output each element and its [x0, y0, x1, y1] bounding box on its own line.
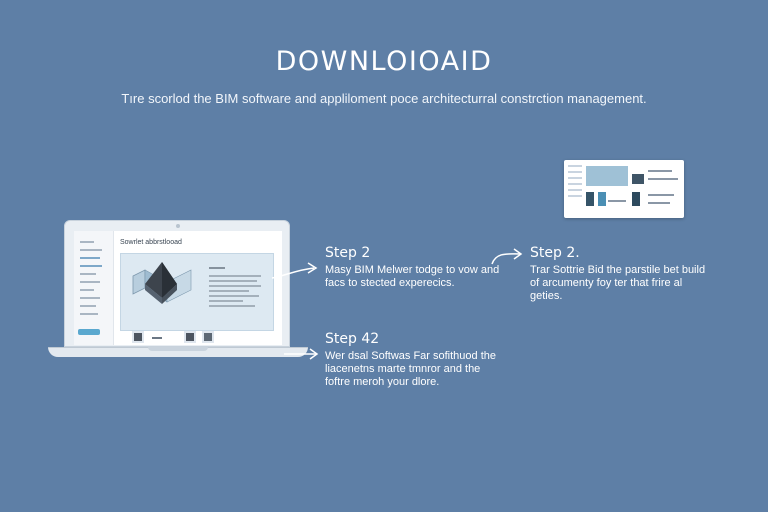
sidebar-item[interactable] [80, 273, 96, 275]
laptop-notch [148, 347, 208, 351]
preview-text-line [648, 178, 678, 180]
step-1-body: Masy BIM Melwer todge to vow and facs to… [325, 264, 500, 289]
page-title: DOWNLOIOAID [275, 46, 493, 77]
preview-image [632, 192, 640, 206]
sidebar-item-active[interactable] [80, 257, 100, 259]
laptop-screen: Sowrlet abbrstlooad [74, 231, 282, 345]
model-thumbnail[interactable] [202, 331, 214, 343]
step-3-body: Wer dsal Softwas Far sofithuod the liace… [325, 350, 496, 388]
preview-image [598, 192, 606, 206]
sidebar-item-active[interactable] [80, 265, 102, 267]
preview-image [586, 192, 594, 206]
app-sidebar [74, 231, 114, 345]
app-title: Sowrlet abbrstlooad [120, 239, 182, 246]
model-thumbnail[interactable] [132, 331, 144, 343]
preview-text-line [648, 194, 674, 196]
preview-sidebar [568, 165, 582, 213]
camera-dot [176, 224, 180, 228]
preview-image [632, 174, 644, 184]
page-subtitle: Tıre scorlod the BIM software and applil… [121, 91, 647, 106]
model-thumbnail[interactable] [184, 331, 196, 343]
preview-text-line [648, 202, 670, 204]
sidebar-action-button[interactable] [78, 329, 100, 335]
software-preview-thumbnail[interactable] [564, 160, 684, 218]
building-model-icon [132, 262, 261, 307]
step-3-heading: Step 42 [325, 331, 380, 347]
thumbnail-caption [152, 337, 162, 339]
sidebar-item[interactable] [80, 305, 96, 307]
sidebar-item[interactable] [80, 289, 94, 291]
sidebar-item[interactable] [80, 249, 102, 251]
laptop-lid: Sowrlet abbrstlooad [64, 220, 290, 347]
sidebar-item[interactable] [80, 281, 100, 283]
step-1-heading: Step 2 [325, 245, 371, 261]
laptop-mockup: Sowrlet abbrstlooad [48, 220, 308, 360]
preview-text-line [648, 170, 672, 172]
arrow-right-icon [491, 248, 523, 265]
bim-3d-viewport[interactable] [120, 253, 274, 331]
arrow-right-icon [284, 348, 319, 360]
sidebar-item[interactable] [80, 241, 94, 243]
preview-3d-view [586, 166, 628, 186]
step-2-body: Trar Sottrie Bid the parstile bet build … [530, 264, 706, 302]
sidebar-item[interactable] [80, 297, 100, 299]
arrow-right-icon [271, 262, 318, 279]
preview-text-line [608, 200, 626, 202]
step-2-heading: Step 2. [530, 245, 580, 261]
sidebar-item[interactable] [80, 313, 98, 315]
